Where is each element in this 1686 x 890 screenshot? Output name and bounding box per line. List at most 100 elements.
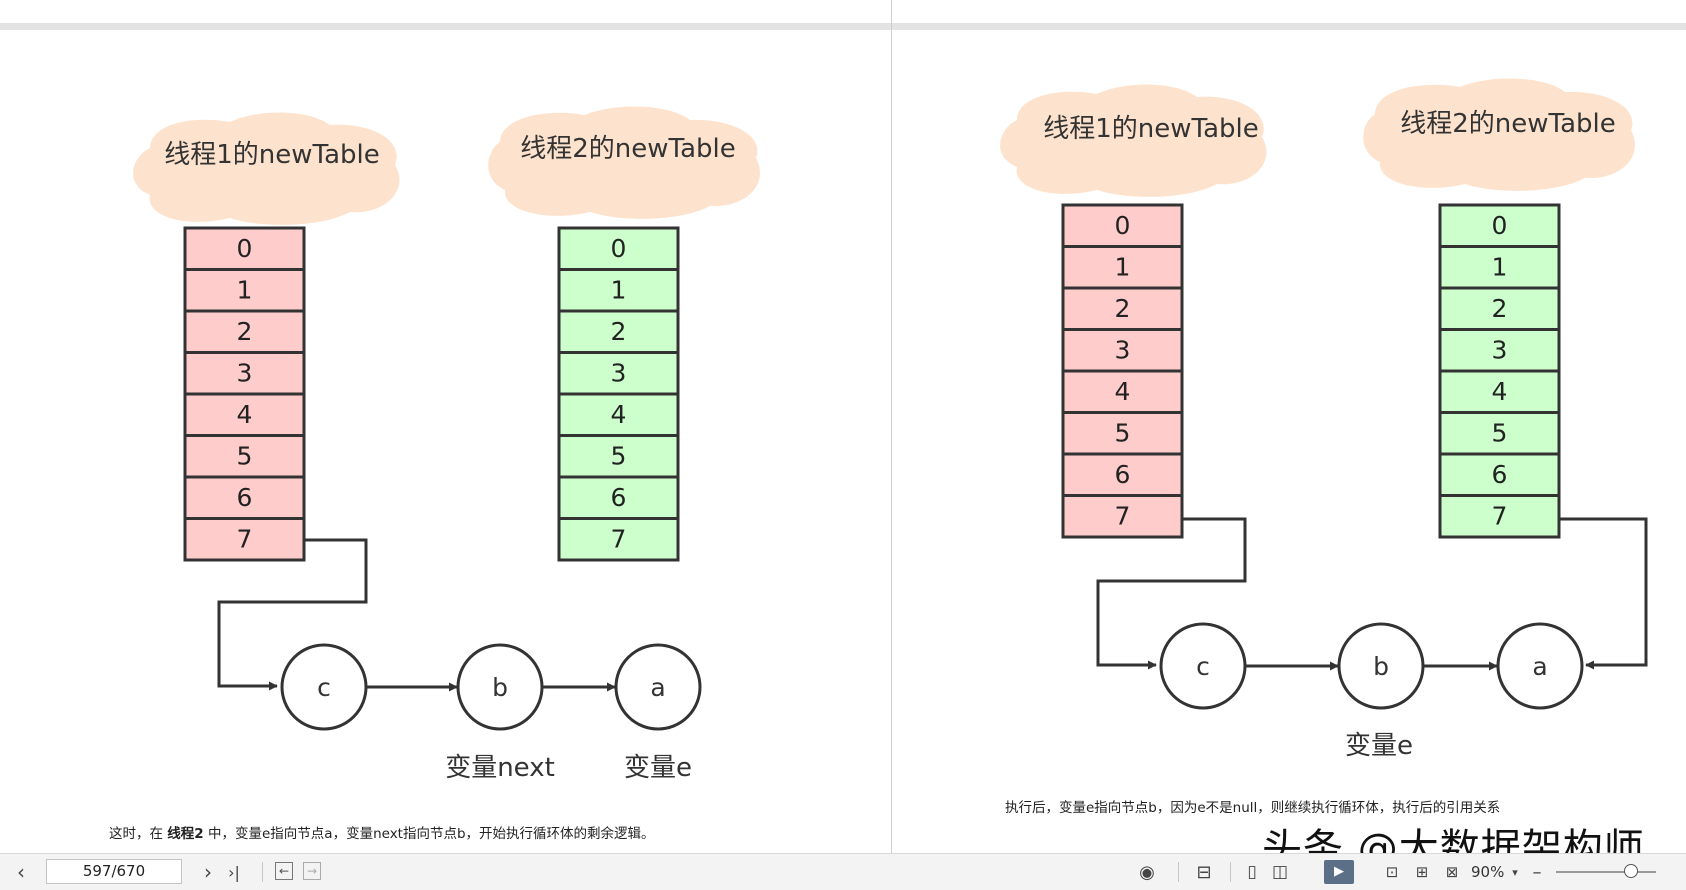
node-a-label: a bbox=[650, 673, 665, 702]
table1-index: 7 bbox=[1115, 502, 1131, 531]
fit-width-icon[interactable]: ⊠ bbox=[1445, 863, 1459, 881]
table2-index: 7 bbox=[611, 525, 627, 554]
table2-cell bbox=[1438, 328, 1561, 373]
last-page-icon[interactable]: ›| bbox=[228, 862, 240, 882]
table2-index: 1 bbox=[611, 276, 627, 305]
table2-index: 7 bbox=[1492, 502, 1508, 531]
page-gap-strip bbox=[0, 23, 1686, 30]
table2-index: 1 bbox=[1492, 253, 1508, 282]
eye-icon[interactable]: ◉ bbox=[1139, 861, 1155, 883]
table1-index: 3 bbox=[1115, 336, 1131, 365]
table1-index: 5 bbox=[237, 442, 253, 471]
table2-index: 6 bbox=[1492, 460, 1508, 489]
table2-index: 2 bbox=[611, 317, 627, 346]
table1-index: 6 bbox=[1115, 460, 1131, 489]
label-variable-e: 变量e bbox=[1345, 731, 1413, 761]
toolbar-separator bbox=[262, 862, 263, 882]
forward-nav-icon[interactable]: → bbox=[303, 862, 321, 880]
table1-title: 线程1的newTable bbox=[1043, 114, 1259, 144]
table1-cell bbox=[1061, 328, 1184, 373]
table1-index: 5 bbox=[1115, 419, 1131, 448]
cloud-shape-table2 bbox=[488, 106, 760, 219]
document-view-icon[interactable]: ▯ bbox=[1247, 862, 1257, 882]
back-nav-icon[interactable]: ← bbox=[275, 862, 293, 880]
table1-index: 4 bbox=[1115, 377, 1131, 406]
table2-index: 5 bbox=[1492, 419, 1508, 448]
table2-index: 2 bbox=[1492, 294, 1508, 323]
left-page-caption: 这时，在 线程2 中，变量e指向节点a，变量next指向节点b，开始执行循环体的… bbox=[109, 822, 655, 842]
table2-index: 6 bbox=[611, 483, 627, 512]
table2-title: 线程2的newTable bbox=[1400, 109, 1616, 139]
table1-cell bbox=[183, 309, 306, 354]
zoom-level[interactable]: 90% bbox=[1471, 863, 1505, 881]
cloud-shape-table2 bbox=[1363, 78, 1635, 191]
right-page-caption: 执行后，变量e指向节点b，因为e不是null，则继续执行循环体，执行后的引用关系 bbox=[1005, 800, 1501, 816]
toolbar-separator bbox=[1178, 862, 1179, 882]
table1-cell bbox=[1061, 203, 1184, 248]
node-a bbox=[1496, 622, 1584, 710]
table2-cell bbox=[1438, 369, 1561, 414]
table2-cell bbox=[1438, 286, 1561, 331]
play-icon[interactable]: ▶ bbox=[1324, 860, 1354, 884]
table1-title: 线程1的newTable bbox=[164, 140, 380, 170]
table2-cell bbox=[557, 226, 680, 271]
chevron-right-icon[interactable]: › bbox=[204, 860, 212, 884]
table2-cell bbox=[1438, 494, 1561, 539]
thread2-table: 0 1 2 3 4 5 6 7 bbox=[557, 226, 680, 562]
table2-cell bbox=[557, 351, 680, 396]
table1-cell bbox=[1061, 411, 1184, 456]
table1-index: 0 bbox=[237, 234, 253, 263]
cloud-shape-table1 bbox=[1000, 84, 1267, 197]
thread1-table: 0 1 2 3 4 5 6 7 bbox=[183, 226, 306, 562]
table1-index: 2 bbox=[237, 317, 253, 346]
right-page-diagram: 线程1的newTable 线程2的newTable 0 1 2 3 4 5 6 … bbox=[1000, 78, 1648, 761]
table2-cell bbox=[557, 517, 680, 562]
caption-bold-text: 线程2 bbox=[167, 826, 204, 842]
connector-arrow-slot7-to-c bbox=[217, 538, 368, 691]
viewer-top-bar bbox=[0, 0, 1686, 30]
zoom-out-icon[interactable]: – bbox=[1532, 861, 1542, 883]
page-divider bbox=[891, 0, 892, 853]
actual-size-icon[interactable]: ⊡ bbox=[1385, 863, 1399, 881]
two-page-view-icon[interactable]: ◫ bbox=[1271, 862, 1289, 882]
node-c-label: c bbox=[1196, 652, 1210, 681]
table1-cell bbox=[183, 351, 306, 396]
table1-index: 4 bbox=[237, 400, 253, 429]
node-c-label: c bbox=[317, 673, 331, 702]
page-number-input[interactable]: 597/670 bbox=[46, 859, 182, 884]
node-b-label: b bbox=[492, 673, 508, 702]
table1-cell bbox=[1061, 245, 1184, 290]
table1-cell bbox=[1061, 369, 1184, 414]
zoom-slider-knob[interactable] bbox=[1624, 864, 1638, 878]
table1-index: 6 bbox=[237, 483, 253, 512]
caption-text: 中，变量e指向节点a，变量next指向节点b，开始执行循环体的剩余逻辑。 bbox=[203, 826, 655, 842]
table1-index: 0 bbox=[1115, 211, 1131, 240]
table2-index: 3 bbox=[611, 359, 627, 388]
thread1-table: 0 1 2 3 4 5 6 7 bbox=[1061, 203, 1184, 539]
table1-index: 1 bbox=[1115, 253, 1131, 282]
chevron-down-icon[interactable]: ▾ bbox=[1512, 865, 1518, 879]
table2-cell bbox=[557, 309, 680, 354]
single-page-view-icon[interactable]: ⊟ bbox=[1196, 861, 1212, 883]
table1-cell bbox=[1061, 286, 1184, 331]
chevron-left-icon[interactable]: ‹ bbox=[17, 860, 25, 884]
table2-index: 4 bbox=[1492, 377, 1508, 406]
node-a-label: a bbox=[1532, 652, 1547, 681]
table2-title: 线程2的newTable bbox=[520, 134, 736, 164]
label-variable-next: 变量next bbox=[445, 753, 555, 783]
left-page-diagram: 线程1的newTable 线程2的newTable 0 1 2 3 4 5 6 … bbox=[133, 106, 760, 783]
table2-index: 0 bbox=[1492, 211, 1508, 240]
label-variable-e: 变量e bbox=[624, 753, 692, 783]
table2-index: 0 bbox=[611, 234, 627, 263]
table1-index: 1 bbox=[237, 276, 253, 305]
table2-index: 3 bbox=[1492, 336, 1508, 365]
zoom-slider[interactable] bbox=[1556, 871, 1656, 873]
table2-cell bbox=[1438, 203, 1561, 248]
table1-index: 3 bbox=[237, 359, 253, 388]
connector-arrow-t1slot7-to-c bbox=[1096, 517, 1247, 670]
toolbar-separator bbox=[1230, 862, 1231, 882]
table2-index: 4 bbox=[611, 400, 627, 429]
table1-index: 7 bbox=[237, 525, 253, 554]
fit-page-icon[interactable]: ⊞ bbox=[1415, 863, 1429, 881]
table1-cell bbox=[183, 268, 306, 313]
